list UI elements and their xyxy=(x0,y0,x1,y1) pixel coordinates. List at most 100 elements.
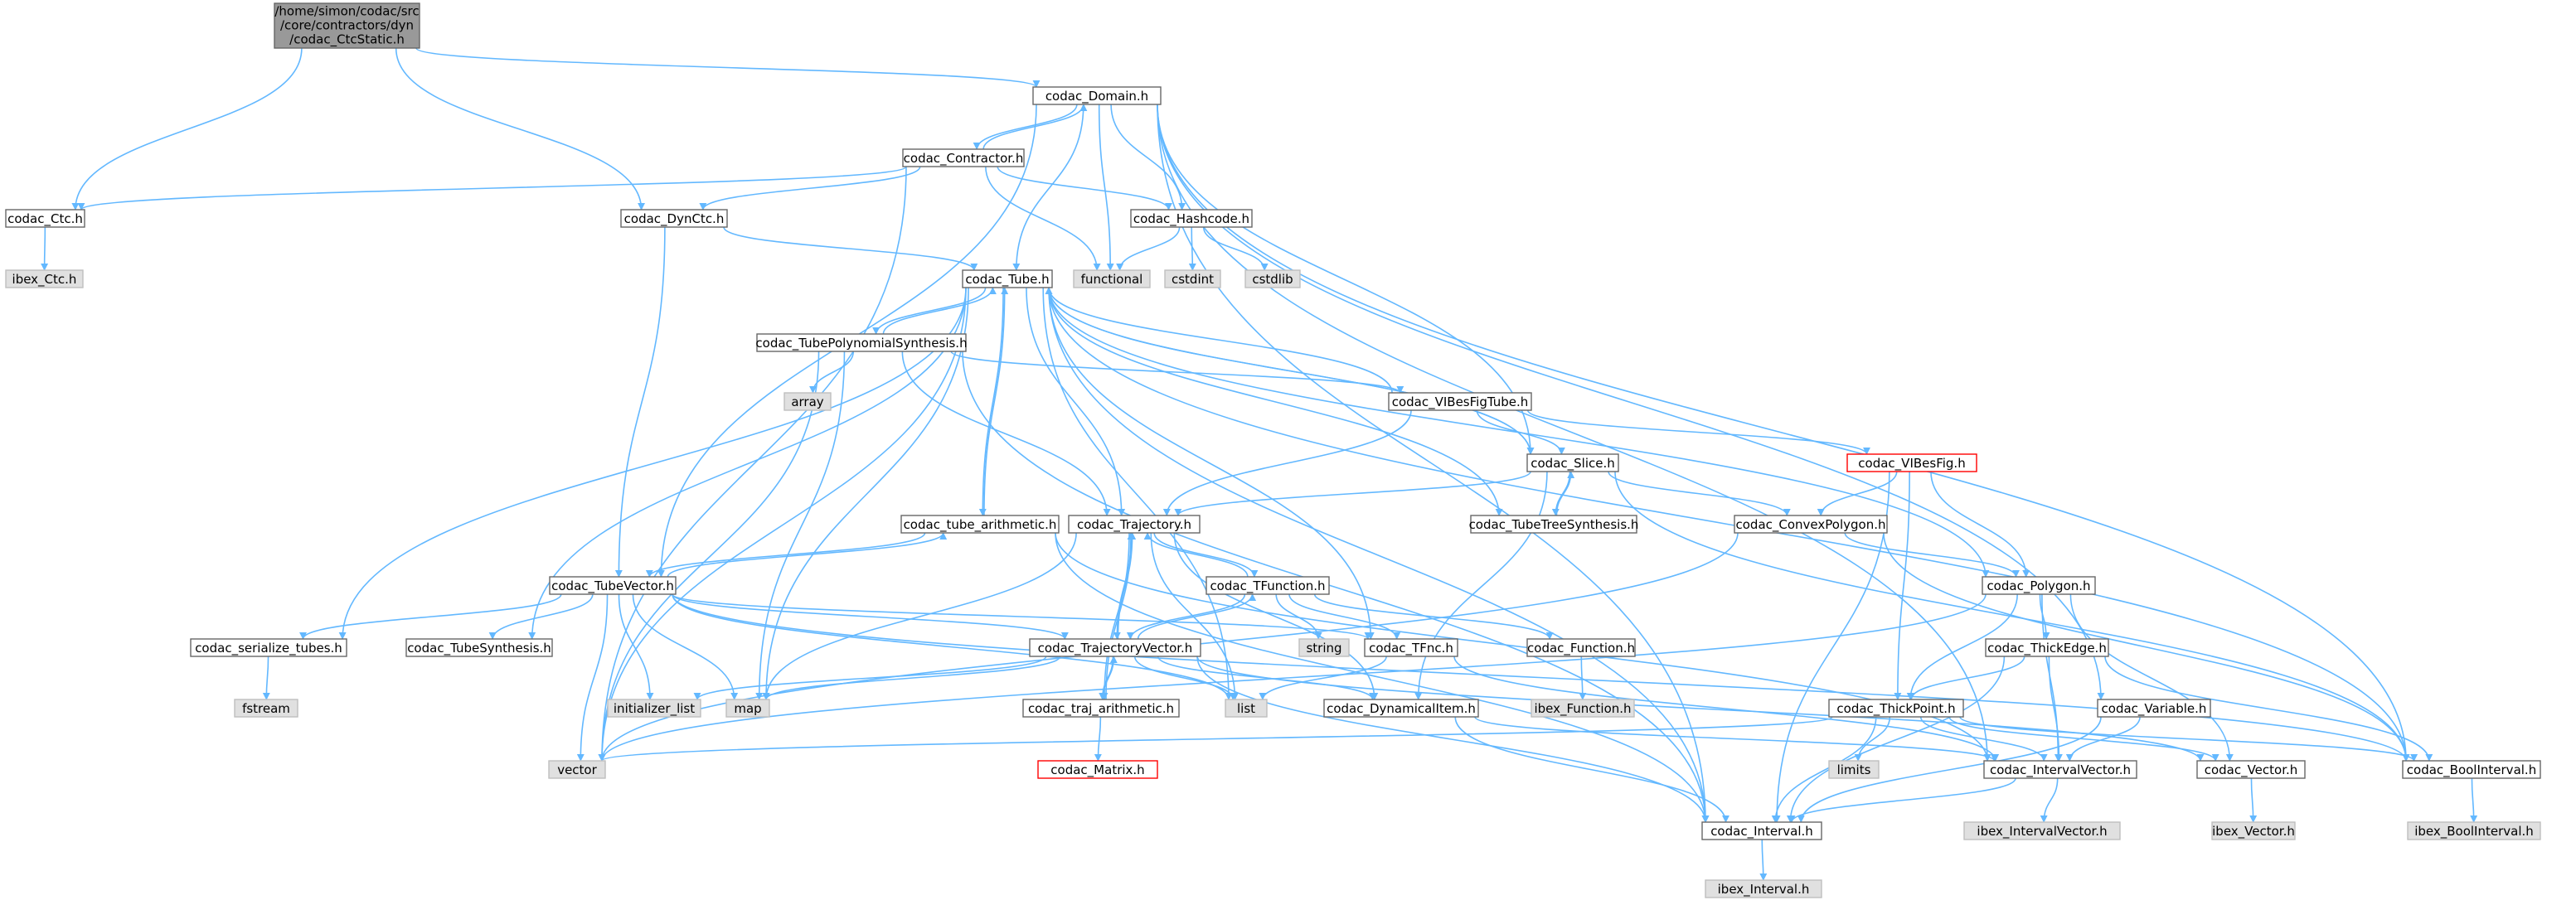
edge-domain-to-tube xyxy=(1012,104,1084,271)
node-label: codac_TFunction.h xyxy=(1210,578,1325,594)
node-polygon[interactable]: codac_Polygon.h xyxy=(1982,576,2096,595)
node-box xyxy=(548,760,606,779)
edge-trajarith-to-matrix xyxy=(1094,716,1102,762)
node-array: array xyxy=(783,392,832,411)
node-label: ibex_IntervalVector.h xyxy=(1977,824,2107,840)
node-vector: vector xyxy=(548,760,606,779)
nodes-layer: /home/simon/codac/src /core/contractors/… xyxy=(5,2,2541,898)
node-box xyxy=(1225,699,1268,718)
node-convexpoly[interactable]: codac_ConvexPolygon.h xyxy=(1734,515,1888,534)
root-node-label-line-3: /codac_CtcStatic.h xyxy=(289,32,405,48)
node-label: codac_TrajectoryVector.h xyxy=(1038,641,1193,656)
node-functional: functional xyxy=(1073,269,1151,288)
edge-tubearith-to-tube xyxy=(983,287,1009,516)
node-dynctc[interactable]: codac_DynCtc.h xyxy=(620,209,728,228)
node-tubearith[interactable]: codac_tube_arithmetic.h xyxy=(900,515,1060,534)
node-contractor[interactable]: codac_Contractor.h xyxy=(902,148,1025,167)
node-tubesynth[interactable]: codac_TubeSynthesis.h xyxy=(405,638,553,657)
node-box xyxy=(1828,699,1964,718)
node-cstdlib: cstdlib xyxy=(1244,269,1301,288)
node-label: codac_Function.h xyxy=(1527,641,1635,656)
node-box xyxy=(1022,699,1180,718)
node-thickedge[interactable]: codac_ThickEdge.h xyxy=(1985,638,2109,657)
node-label: codac_traj_arithmetic.h xyxy=(1028,701,1174,717)
node-serialize[interactable]: codac_serialize_tubes.h xyxy=(190,638,347,657)
node-tubepoly[interactable]: codac_TubePolynomialSynthesis.h xyxy=(755,333,968,352)
node-cstdint: cstdint xyxy=(1164,269,1221,288)
root-node[interactable]: /home/simon/codac/src /core/contractors/… xyxy=(274,2,420,49)
edge-domain-to-variable xyxy=(1157,104,2105,700)
node-boolinterval[interactable]: codac_BoolInterval.h xyxy=(2402,760,2541,779)
node-ctc[interactable]: codac_Ctc.h xyxy=(5,209,85,228)
node-label: ibex_Interval.h xyxy=(1718,882,1810,898)
edge-tubevector-to-map xyxy=(632,593,739,700)
node-slice[interactable]: codac_Slice.h xyxy=(1526,453,1619,472)
edge-tubevector-to-tubearith xyxy=(667,532,948,578)
node-tubevector[interactable]: codac_TubeVector.h xyxy=(549,576,677,595)
node-box xyxy=(1701,821,1822,840)
node-cvector[interactable]: codac_Vector.h xyxy=(2196,760,2306,779)
node-label: cstdint xyxy=(1172,272,1214,287)
node-box xyxy=(2402,760,2541,779)
edge-function-to-ibex_function xyxy=(1579,656,1587,700)
node-dynitem[interactable]: codac_DynamicalItem.h xyxy=(1323,699,1479,718)
node-box xyxy=(1298,638,1350,657)
edge-tfunction-to-trajvector xyxy=(1126,593,1246,640)
edge-trajarith-to-trajvector xyxy=(1102,656,1118,700)
edge-tubepoly-to-map xyxy=(755,351,846,700)
node-tubetree[interactable]: codac_TubeTreeSynthesis.h xyxy=(1469,515,1639,534)
node-box xyxy=(1985,638,2109,657)
node-label: codac_ConvexPolygon.h xyxy=(1736,517,1886,533)
node-label: ibex_Function.h xyxy=(1534,701,1631,717)
node-label: vector xyxy=(557,762,597,777)
node-variable[interactable]: codac_Variable.h xyxy=(2097,699,2211,718)
edge-contractor-to-domain xyxy=(982,104,1088,150)
node-ibex_function: ibex_Function.h xyxy=(1531,699,1635,718)
edge-thickedge-to-intervalvector xyxy=(2048,656,2063,762)
node-box xyxy=(1164,269,1221,288)
edge-tubevector-to-vector xyxy=(576,593,609,762)
edge-domain-to-contractor xyxy=(973,104,1078,150)
edge-tube-to-tubetree xyxy=(1048,287,1503,516)
node-trajectory[interactable]: codac_Trajectory.h xyxy=(1068,515,1201,534)
edge-trajvector-to-cvector xyxy=(1196,656,2205,762)
node-label: codac_TubeVector.h xyxy=(551,578,674,594)
node-interval[interactable]: codac_Interval.h xyxy=(1701,821,1822,840)
edge-tubevector-to-list xyxy=(672,593,1233,700)
node-label: codac_Hashcode.h xyxy=(1133,211,1249,227)
node-label: codac_Ctc.h xyxy=(7,211,83,227)
edge-trajvector-to-list xyxy=(1133,656,1237,700)
node-label: codac_BoolInterval.h xyxy=(2407,762,2536,778)
node-box xyxy=(1364,638,1458,657)
node-tube[interactable]: codac_Tube.h xyxy=(962,269,1053,288)
edge-tfunction-to-string xyxy=(1275,593,1322,640)
node-matrix[interactable]: codac_Matrix.h xyxy=(1037,760,1158,779)
edge-vibesfigtube-to-slice xyxy=(1476,409,1565,455)
node-tfunction[interactable]: codac_TFunction.h xyxy=(1206,576,1330,595)
edge-tube-to-interval xyxy=(1048,287,1710,823)
node-intervalvector[interactable]: codac_IntervalVector.h xyxy=(1983,760,2137,779)
node-label: codac_tube_arithmetic.h xyxy=(904,517,1057,533)
node-trajvector[interactable]: codac_TrajectoryVector.h xyxy=(1029,638,1201,657)
edge-tfunction-to-tfnc xyxy=(1288,593,1401,640)
node-hashcode[interactable]: codac_Hashcode.h xyxy=(1130,209,1253,228)
edge-thickedge-to-boolinterval xyxy=(2104,656,2433,762)
edge-contractor-to-functional xyxy=(985,166,1101,271)
node-limits: limits xyxy=(1828,760,1880,779)
node-vibesfigtube[interactable]: codac_VIBesFigTube.h xyxy=(1388,392,1532,411)
root-node-box xyxy=(274,2,420,49)
edge-tubepoly-to-trajectory xyxy=(901,351,1111,516)
node-trajarith[interactable]: codac_traj_arithmetic.h xyxy=(1022,699,1180,718)
node-thickpoint[interactable]: codac_ThickPoint.h xyxy=(1828,699,1964,718)
node-label: codac_Slice.h xyxy=(1531,456,1615,472)
node-box xyxy=(1206,576,1330,595)
node-vibesfig[interactable]: codac_VIBesFig.h xyxy=(1846,453,1977,472)
node-function[interactable]: codac_Function.h xyxy=(1526,638,1636,657)
edge-trajarith-to-trajectory xyxy=(1105,532,1135,700)
node-domain[interactable]: codac_Domain.h xyxy=(1032,86,1162,105)
edge-dynitem-to-intervalvector xyxy=(1474,716,1998,762)
node-label: cstdlib xyxy=(1252,272,1293,287)
node-list: list xyxy=(1225,699,1268,718)
node-tfnc[interactable]: codac_TFnc.h xyxy=(1364,638,1458,657)
